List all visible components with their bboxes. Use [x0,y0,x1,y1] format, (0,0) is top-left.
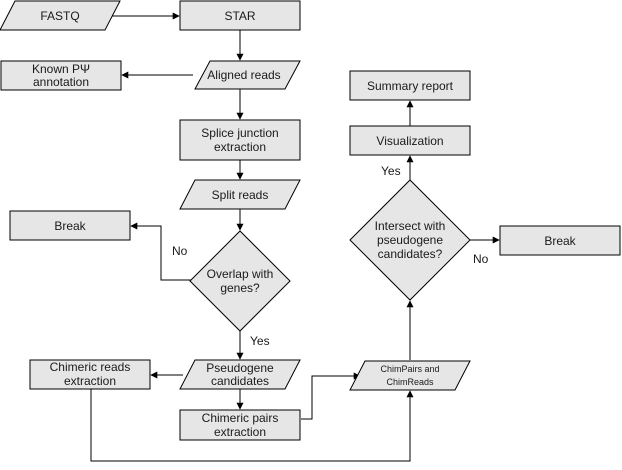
edge-label-no-left: No [172,244,188,258]
star-label: STAR [224,9,255,23]
intersect-pseudogene-label-line1: Intersect with [375,219,446,233]
node-chimeric-pairs: Chimeric pairs extraction [179,409,301,441]
node-summary-report: Summary report [349,70,471,101]
break-right-box [499,225,621,256]
node-chimeric-reads: Chimeric reads extraction [29,359,151,390]
node-splice-junction: Splice junction extraction [179,119,301,161]
splice-junction-label-line2: extraction [214,140,266,154]
chimeric-reads-label-line2: extraction [64,374,116,388]
node-split-reads: Split reads [179,179,301,210]
aligned-reads-label: Aligned reads [207,68,280,82]
overlap-genes-label-line1: Overlap with [207,267,274,281]
splice-junction-box [179,119,301,161]
node-overlap-genes: Overlap with genes? [189,230,291,332]
edge-label-yes-up: Yes [381,164,401,178]
node-break-right: Break [499,225,621,256]
edges [90,12,500,462]
intersect-pseudogene-label-line2: pseudogene [377,233,443,247]
overlap-genes-label-line2: genes? [220,281,260,295]
visualization-box [349,125,471,156]
node-aligned-reads: Aligned reads [194,60,301,90]
intersect-pseudogene-label-line3: candidates? [378,247,443,261]
star-box [179,0,301,31]
break-left-label: Break [54,219,86,233]
aligned-reads-parallelogram [194,60,301,90]
summary-report-label: Summary report [367,79,454,93]
break-left-box [9,210,131,241]
node-fastq: FASTQ [0,0,121,31]
chimeric-pairs-label-line2: extraction [214,425,266,439]
known-annotation-box [0,60,122,91]
overlap-genes-diamond [189,230,291,332]
edge-chimeric-reads-to-chimpairs [90,389,414,462]
chimeric-pairs-box [179,409,301,441]
pseudogene-candidates-label-line1: Pseudogene [206,361,274,375]
split-reads-label: Split reads [212,188,269,202]
chimpairs-chimreads-label-line2: ChimReads [386,377,434,387]
chimeric-reads-label-line1: Chimeric reads [50,360,131,374]
node-known-annotation: Known PΨ annotation [0,60,122,91]
fastq-label: FASTQ [40,9,79,23]
summary-report-box [349,70,471,101]
node-intersect-pseudogene: Intersect with pseudogene candidates? [349,179,471,301]
known-annotation-label-line1: Known PΨ [32,62,90,76]
edge-label-yes-down: Yes [250,334,270,348]
pseudogene-candidates-label-line2: candidates [211,374,269,388]
pseudogene-candidates-parallelogram [179,359,301,390]
fastq-parallelogram [0,0,121,31]
chimeric-pairs-label-line1: Chimeric pairs [202,411,279,425]
edge-chimeric-pairs-to-chimpairs [301,372,361,420]
edge-overlap-to-break [130,222,191,281]
splice-junction-label-line1: Splice junction [201,126,278,140]
node-star: STAR [179,0,301,31]
visualization-label: Visualization [376,134,443,148]
split-reads-parallelogram [179,179,301,210]
intersect-pseudogene-diamond [349,179,471,301]
node-visualization: Visualization [349,125,471,156]
node-chimpairs-chimreads: ChimPairs and ChimReads [349,360,471,391]
chimeric-reads-box [29,359,151,390]
chimpairs-chimreads-parallelogram [349,360,471,391]
chimpairs-chimreads-label-line1: ChimPairs and [380,364,439,374]
break-right-label: Break [544,234,576,248]
node-break-left: Break [9,210,131,241]
node-pseudogene-candidates: Pseudogene candidates [179,359,301,390]
known-annotation-label-line2: annotation [33,75,89,89]
edge-label-no-right: No [473,252,489,266]
